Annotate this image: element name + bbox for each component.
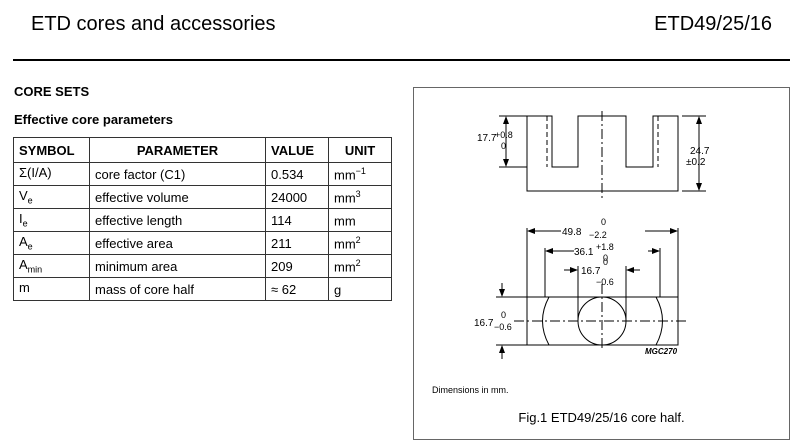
cell-unit: mm3	[328, 185, 392, 209]
depth-nominal: 16.7	[474, 318, 494, 329]
table-row: Ie effective length 114 mm	[13, 208, 392, 232]
cell-parameter-text: effective volume	[95, 189, 189, 205]
table-row: Ae effective area 211 mm2	[13, 231, 392, 255]
cell-symbol-text: A	[19, 234, 28, 250]
cell-symbol: Ve	[13, 185, 90, 209]
cell-parameter: minimum area	[89, 254, 266, 278]
cell-symbol-text: V	[19, 188, 28, 204]
cell-parameter: mass of core half	[89, 277, 266, 301]
cell-unit: mm−1	[328, 162, 392, 186]
overall-width-upper: 0	[601, 217, 606, 227]
cell-unit-text: mm	[334, 259, 356, 275]
cell-parameter: effective volume	[89, 185, 266, 209]
document-title: ETD cores and accessories	[31, 13, 276, 35]
inner-width-lower: 0	[603, 253, 608, 263]
center-leg-lower: −0.6	[596, 277, 614, 287]
cell-symbol-text: A	[19, 257, 28, 273]
core-drawing: 17.7 +0.8 0 24.7 ±0.2 49.8 0 −2.2 36.1 +…	[474, 111, 710, 359]
cell-unit-text: mm	[334, 190, 356, 206]
cell-value-text: ≈ 62	[271, 281, 297, 297]
cell-symbol: m	[13, 277, 90, 301]
side-view-outline	[526, 115, 679, 192]
cell-symbol-text: Σ(I/A)	[19, 165, 52, 181]
cell-symbol: Ie	[13, 208, 90, 232]
cell-unit-text: g	[334, 282, 342, 298]
leg-height-upper: +0.8	[495, 130, 513, 140]
cell-unit: mm	[328, 208, 392, 232]
table-row: Amin minimum area 209 mm2	[13, 254, 392, 278]
cell-value-text: 0.534	[271, 166, 304, 182]
section-subheading: Effective core parameters	[14, 112, 173, 127]
cell-symbol-sub: e	[27, 241, 33, 252]
cell-symbol-text: m	[19, 280, 30, 296]
cell-symbol: Ae	[13, 231, 90, 255]
cell-value-text: 114	[271, 212, 292, 228]
cell-symbol: Amin	[13, 254, 90, 278]
table-row: Σ(I/A) core factor (C1) 0.534 mm−1	[13, 162, 392, 186]
cell-unit-sup: 2	[355, 257, 361, 268]
cell-unit-text: mm	[334, 213, 356, 229]
inner-width-nominal: 36.1	[574, 247, 594, 258]
total-height-nominal: 24.7	[690, 146, 710, 157]
cell-parameter-text: minimum area	[95, 258, 178, 274]
cell-unit: g	[328, 277, 392, 301]
part-number: ETD49/25/16	[654, 13, 772, 35]
leg-arc-left	[542, 296, 550, 346]
col-header-value: VALUE	[265, 137, 329, 163]
dimensions-note: Dimensions in mm.	[432, 385, 509, 395]
cell-unit-sup: 2	[355, 234, 361, 245]
col-header-symbol: SYMBOL	[13, 137, 90, 163]
cell-unit: mm2	[328, 254, 392, 278]
cell-value-text: 211	[271, 235, 292, 251]
cell-parameter: core factor (C1)	[89, 162, 266, 186]
table-row: m mass of core half ≈ 62 g	[13, 277, 392, 301]
center-leg-nominal: 16.7	[581, 266, 601, 277]
leg-height-lower: 0	[501, 141, 506, 151]
figure-core-half: 17.7 +0.8 0 24.7 ±0.2 49.8 0 −2.2 36.1 +…	[413, 87, 790, 440]
cell-symbol-sub: min	[27, 264, 43, 275]
overall-width-lower: −2.2	[589, 230, 607, 240]
cell-symbol-sub: e	[22, 218, 28, 229]
cell-value: ≈ 62	[265, 277, 329, 301]
cell-parameter-text: core factor (C1)	[95, 166, 186, 182]
depth-upper: 0	[501, 310, 506, 320]
cell-parameter-text: effective area	[95, 235, 173, 251]
cell-parameter-text: mass of core half	[95, 281, 194, 297]
cell-unit-sup: −1	[355, 165, 366, 176]
section-heading: CORE SETS	[14, 84, 90, 99]
cell-value-text: 209	[271, 258, 293, 274]
table-header-row: SYMBOL PARAMETER VALUE UNIT	[13, 137, 392, 163]
leg-height-nominal: 17.7	[477, 133, 497, 144]
cell-value: 211	[265, 231, 329, 255]
figure-caption: Fig.1 ETD49/25/16 core half.	[518, 410, 685, 425]
total-height-tol: ±0.2	[686, 157, 706, 168]
depth-lower: −0.6	[494, 322, 512, 332]
overall-width-nominal: 49.8	[562, 227, 582, 238]
col-header-unit: UNIT	[328, 137, 392, 163]
col-header-parameter: PARAMETER	[89, 137, 266, 163]
cell-symbol-sub: e	[27, 195, 33, 206]
cell-value: 209	[265, 254, 329, 278]
inner-width-upper: +1.8	[596, 242, 614, 252]
cell-symbol-text: I	[19, 211, 23, 227]
cell-value: 0.534	[265, 162, 329, 186]
cell-value: 24000	[265, 185, 329, 209]
cell-unit-text: mm	[334, 167, 356, 183]
cell-value: 114	[265, 208, 329, 232]
cell-parameter: effective length	[89, 208, 266, 232]
cell-value-text: 24000	[271, 189, 308, 205]
cell-unit: mm2	[328, 231, 392, 255]
center-leg-upper: 0	[603, 257, 608, 267]
cell-unit-sup: 3	[355, 188, 361, 199]
cell-unit-text: mm	[334, 236, 356, 252]
cell-parameter-text: effective length	[95, 212, 183, 228]
cell-parameter: effective area	[89, 231, 266, 255]
effective-parameters-table: SYMBOL PARAMETER VALUE UNIT Σ(I/A) core f…	[13, 137, 392, 301]
table-row: Ve effective volume 24000 mm3	[13, 185, 392, 209]
drawing-code: MGC270	[645, 347, 678, 356]
dimension-arrows	[499, 116, 702, 353]
cell-symbol: Σ(I/A)	[13, 162, 90, 186]
header-rule	[13, 59, 790, 61]
